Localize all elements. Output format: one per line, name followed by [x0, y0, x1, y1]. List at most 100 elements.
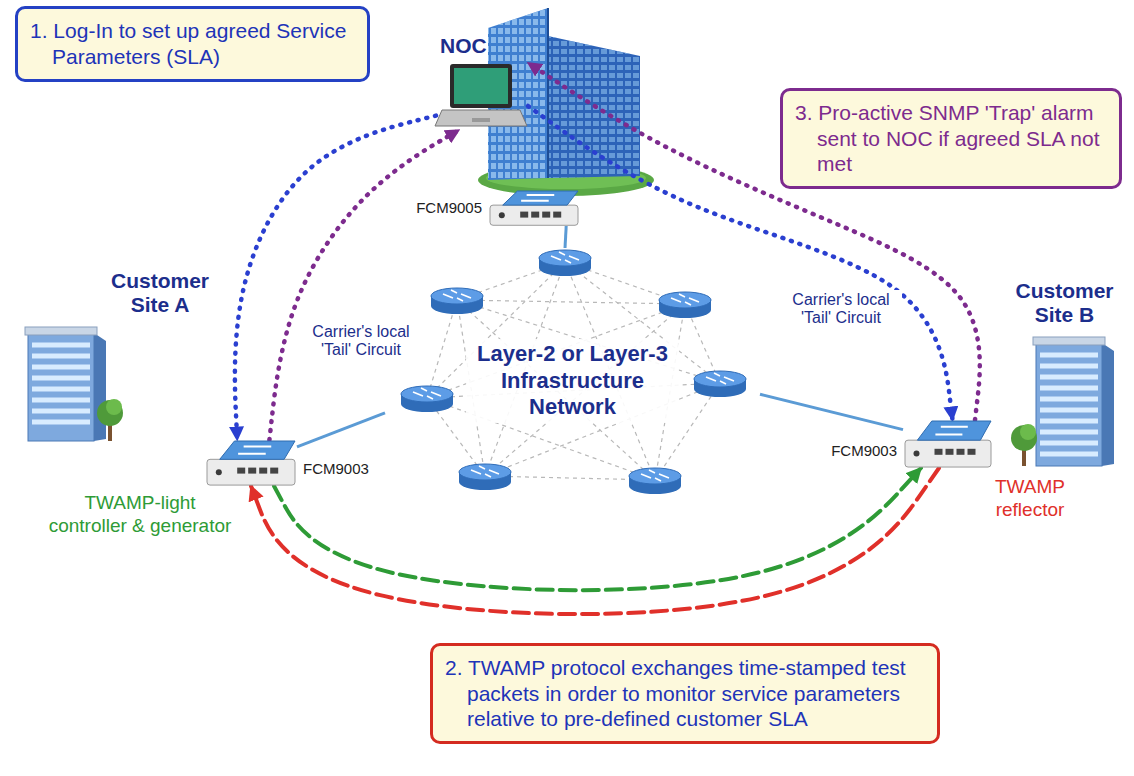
network-device-drawing — [531, 212, 539, 218]
connector — [297, 413, 385, 447]
network-device-drawing — [207, 441, 295, 485]
network-device-drawing — [207, 459, 295, 485]
mesh-link — [427, 300, 457, 398]
customer-building-drawing — [32, 409, 90, 414]
customer-building: Customer Site B — [1012, 335, 1112, 470]
site-heading: Customer Site A — [100, 269, 220, 317]
network-device-drawing — [905, 421, 991, 467]
customer-building-drawing — [1040, 452, 1098, 457]
role-label: TWAMP reflector — [975, 476, 1085, 522]
network-device-drawing — [248, 468, 256, 474]
site-heading: NOC — [440, 34, 487, 58]
connector — [760, 394, 903, 429]
network-device-drawing — [521, 195, 554, 201]
device-label: FCM9005 — [416, 199, 482, 216]
router-symbol — [431, 288, 483, 314]
network-device-drawing — [935, 427, 967, 435]
router-symbol — [413, 388, 441, 399]
router-symbol — [641, 470, 669, 481]
network-device-drawing — [490, 205, 578, 225]
network-device-drawing — [503, 191, 578, 205]
noc-site-drawing — [435, 110, 527, 126]
customer-building-drawing — [32, 376, 90, 381]
callout-box: 1. Log-In to set up agreed Service Param… — [15, 6, 370, 82]
router-symbol — [539, 250, 591, 266]
network-device-drawing — [917, 421, 991, 440]
customer-building-drawing — [25, 327, 97, 335]
router-symbol — [694, 371, 746, 397]
customer-building-drawing — [32, 365, 90, 370]
customer-building: Customer Site A — [20, 325, 120, 445]
customer-building-drawing — [1020, 424, 1036, 440]
noc-site-drawing — [472, 118, 490, 122]
router-symbol — [431, 288, 483, 304]
network-device-drawing — [205, 440, 297, 486]
connector — [269, 130, 459, 440]
customer-building-drawing — [1011, 337, 1114, 466]
network-device-drawing — [520, 212, 528, 218]
callout-text: 3. Pro-active SNMP 'Trap' alarm sent to … — [817, 100, 1103, 177]
callout-box: 3. Pro-active SNMP 'Trap' alarm sent to … — [780, 88, 1122, 189]
callout-text: 2. TWAMP protocol exchanges time-stamped… — [467, 655, 921, 732]
network-device-drawing — [499, 212, 505, 218]
router-symbol — [659, 292, 711, 308]
network-device-drawing — [237, 468, 245, 474]
network-device-drawing — [270, 468, 278, 474]
customer-building-drawing — [32, 387, 90, 392]
network-device-drawing — [553, 212, 561, 218]
customer-building-drawing — [1036, 343, 1102, 466]
network-device-drawing — [220, 441, 295, 459]
customer-building-drawing — [1040, 430, 1098, 435]
network-device-drawing — [968, 449, 976, 455]
router-symbol — [471, 466, 499, 477]
network-device: FCM9003TWAMP reflector — [903, 420, 993, 468]
network-device-drawing — [905, 440, 991, 467]
router-symbol — [459, 464, 511, 490]
customer-building-drawing — [1040, 375, 1098, 380]
customer-building-drawing — [1040, 419, 1098, 424]
router-symbol — [459, 464, 511, 480]
noc-site-drawing — [450, 64, 512, 108]
customer-building-drawing — [1040, 353, 1098, 358]
mesh-link — [427, 262, 720, 480]
device-label: FCM9003 — [831, 442, 897, 459]
router-symbol — [671, 294, 699, 305]
router-symbol — [706, 373, 734, 384]
customer-building-drawing — [1040, 408, 1098, 413]
device-label: FCM9003 — [303, 460, 369, 477]
customer-building-drawing — [1012, 335, 1112, 470]
customer-building-drawing — [1011, 425, 1037, 451]
callout-box: 2. TWAMP protocol exchanges time-stamped… — [430, 643, 940, 744]
network-device-drawing — [903, 420, 993, 468]
customer-building-drawing — [28, 333, 94, 441]
network-device-drawing — [935, 449, 943, 455]
customer-building-drawing — [32, 398, 90, 403]
router-symbol — [659, 292, 711, 318]
connector — [274, 468, 921, 590]
network-device-drawing — [914, 451, 920, 457]
network-device-drawing — [238, 446, 271, 453]
router-symbol — [694, 371, 746, 387]
customer-building-drawing — [32, 354, 90, 359]
site-heading: Customer Site B — [1007, 279, 1122, 327]
callout-text: 1. Log-In to set up agreed Service Param… — [52, 18, 351, 69]
customer-building-drawing — [1033, 337, 1105, 345]
network-device-drawing — [542, 212, 550, 218]
cloud-label: Layer-2 or Layer-3 Infrastructure Networ… — [466, 339, 679, 422]
router-symbol — [401, 386, 453, 412]
customer-building-drawing — [20, 325, 120, 445]
role-label: TWAMP-light controller & generator — [45, 492, 235, 538]
customer-building-drawing — [94, 333, 106, 441]
network-device-drawing — [957, 449, 965, 455]
customer-building-drawing — [1040, 364, 1098, 369]
noc-building — [547, 8, 549, 178]
network-device-drawing — [490, 191, 578, 225]
connector — [565, 226, 566, 248]
mesh-link — [457, 300, 685, 304]
router-symbol — [539, 250, 591, 276]
network-device-drawing — [259, 468, 267, 474]
network-device-drawing — [216, 469, 222, 475]
customer-building-drawing — [97, 400, 123, 426]
customer-building-drawing — [106, 399, 122, 415]
customer-building-drawing — [1040, 386, 1098, 391]
